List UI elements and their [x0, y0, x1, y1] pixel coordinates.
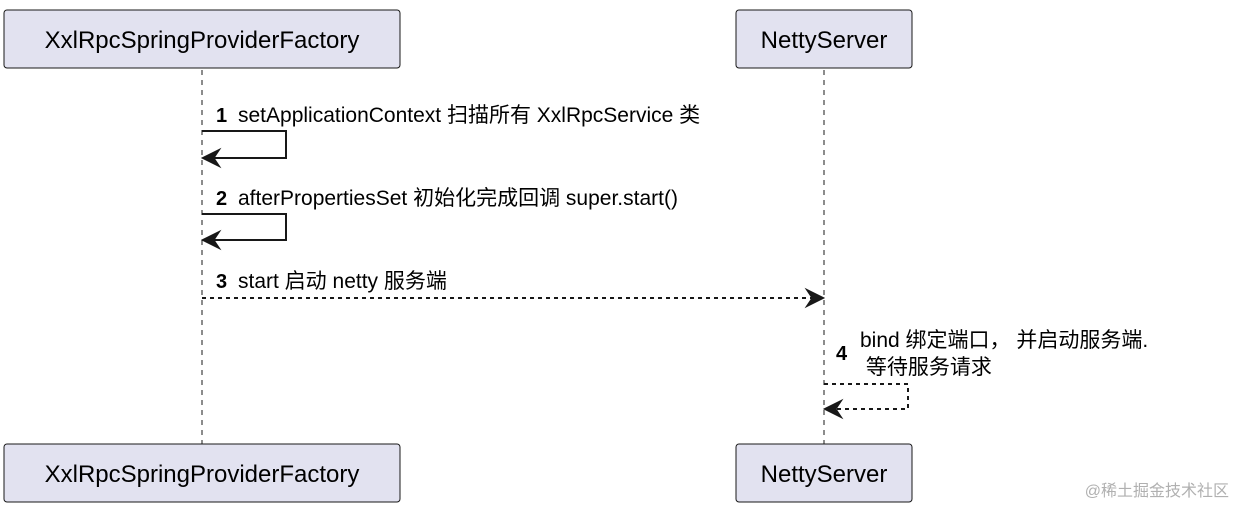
- message-1: 1 setApplicationContext 扫描所有 XxlRpcServi…: [200, 104, 700, 169]
- message-label: setApplicationContext 扫描所有 XxlRpcService…: [238, 104, 700, 127]
- message-number: 4: [836, 343, 848, 365]
- message-3: 3 start 启动 netty 服务端: [202, 270, 826, 309]
- message-label-line-1: bind 绑定端口， 并启动服务端.: [860, 329, 1148, 352]
- message-arrow: [824, 383, 909, 410]
- participant-label: NettyServer: [761, 461, 888, 488]
- arrowhead-icon: [200, 229, 222, 251]
- message-number: 1: [216, 105, 227, 127]
- participant-label: NettyServer: [761, 27, 888, 54]
- message-label: afterPropertiesSet 初始化完成回调 super.start(): [238, 187, 678, 210]
- watermark: @稀土掘金技术社区: [1084, 483, 1229, 500]
- message-4: 4 bind 绑定端口， 并启动服务端. 等待服务请求: [822, 329, 1148, 420]
- message-arrow: [202, 130, 287, 159]
- message-arrow: [202, 213, 287, 241]
- arrowhead-icon: [804, 287, 826, 309]
- participant-label: XxlRpcSpringProviderFactory: [45, 27, 360, 54]
- arrowhead-icon: [822, 398, 844, 420]
- participant-label: XxlRpcSpringProviderFactory: [45, 461, 360, 488]
- participant-netty-bottom: NettyServer: [735, 443, 913, 503]
- message-label: start 启动 netty 服务端: [238, 270, 447, 293]
- message-number: 2: [216, 188, 227, 210]
- message-2: 2 afterPropertiesSet 初始化完成回调 super.start…: [200, 187, 678, 251]
- arrowhead-icon: [200, 147, 222, 169]
- message-number: 3: [216, 271, 227, 293]
- message-label-line-2: 等待服务请求: [860, 356, 992, 379]
- participant-factory-top: XxlRpcSpringProviderFactory: [3, 9, 401, 69]
- participant-factory-bottom: XxlRpcSpringProviderFactory: [3, 443, 401, 503]
- participant-netty-top: NettyServer: [735, 9, 913, 69]
